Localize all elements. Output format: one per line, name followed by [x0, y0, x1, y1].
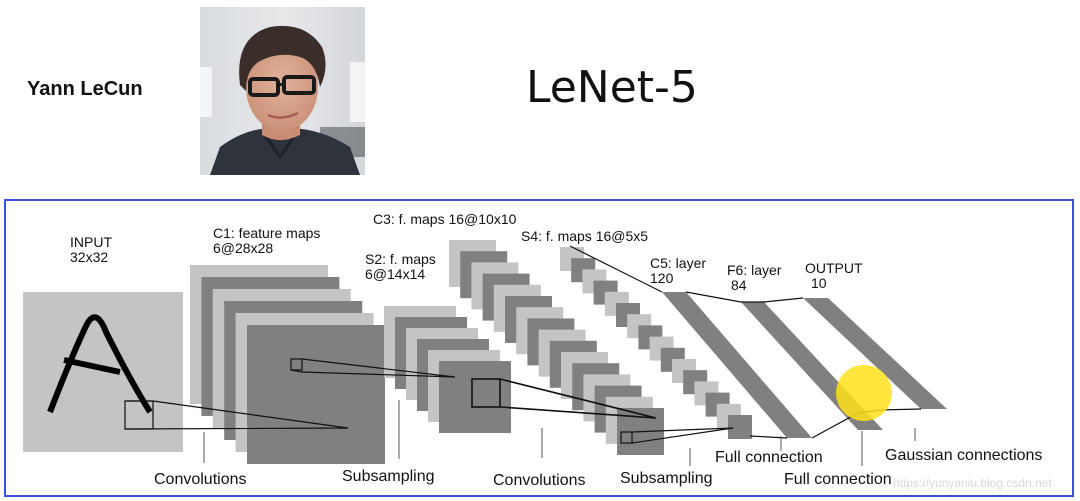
s2-label: S2: f. maps	[365, 251, 436, 267]
s4-feature-maps-stack	[560, 247, 752, 439]
highlight-marker	[836, 365, 892, 421]
author-photo	[200, 7, 365, 175]
s4-label: S4: f. maps 16@5x5	[521, 228, 648, 244]
watermark-text: https://yunyaniu.blog.csdn.net	[893, 476, 1052, 490]
f6-size-label: 84	[731, 277, 747, 293]
input-size-label: 32x32	[70, 249, 108, 265]
portrait-image	[200, 7, 365, 175]
c3-receptive-field-box	[620, 431, 633, 444]
receptive-field-projections	[124, 358, 734, 444]
operation-label-convolutions-1: Convolutions	[154, 471, 247, 488]
operation-labels: Convolutions Subsampling Convolutions Su…	[154, 447, 1042, 489]
s2-receptive-field-box	[471, 378, 501, 408]
operation-label-convolutions-2: Convolutions	[493, 472, 586, 489]
page-title: LeNet-5	[526, 62, 698, 113]
c5-layer-band	[662, 292, 812, 438]
c1-feature-map-plane	[247, 325, 385, 464]
s4-feature-map-plane	[728, 415, 752, 439]
c3-to-s4-projection	[631, 427, 734, 444]
s2-feature-maps-stack	[384, 306, 511, 433]
c5-label: C5: layer	[650, 255, 706, 271]
s2-feature-map-plane	[439, 361, 511, 433]
output-label: OUTPUT	[805, 260, 863, 276]
c1-receptive-field-box	[290, 358, 303, 371]
c3-feature-maps-stack	[449, 240, 664, 455]
input-image-plane	[23, 292, 183, 452]
handwritten-letter-a-icon	[47, 314, 153, 414]
operation-label-subsampling-2: Subsampling	[620, 470, 713, 487]
c1-to-s2-projection	[301, 358, 456, 378]
c5-size-label: 120	[650, 270, 674, 286]
c3-label: C3: f. maps 16@10x10	[373, 211, 517, 227]
operation-label-gaussian-connections: Gaussian connections	[885, 447, 1042, 464]
f6-label: F6: layer	[727, 262, 782, 278]
input-layer	[23, 292, 183, 452]
diagram-frame	[4, 199, 1074, 497]
c1-feature-maps-stack	[190, 265, 385, 464]
c1-label: C1: feature maps	[213, 225, 320, 241]
author-name: Yann LeCun	[27, 78, 143, 100]
layer-labels: INPUT 32x32 C1: feature maps 6@28x28 S2:…	[70, 211, 863, 293]
operation-label-subsampling-1: Subsampling	[342, 468, 435, 485]
s2-size-label: 6@14x14	[365, 266, 425, 282]
output-layer-band	[803, 298, 947, 409]
operation-tick-lines	[203, 400, 916, 466]
operation-label-full-connection-1: Full connection	[715, 449, 823, 466]
input-to-c1-projection	[124, 400, 349, 430]
dense-layers	[662, 292, 947, 438]
top-connection-line	[685, 291, 804, 303]
operation-label-full-connection-2: Full connection	[784, 471, 892, 488]
s4-to-c5-line	[569, 245, 663, 293]
input-label: INPUT	[70, 234, 112, 250]
s2-to-c3-projection	[499, 378, 657, 419]
output-size-label: 10	[811, 275, 827, 291]
c1-size-label: 6@28x28	[213, 240, 273, 256]
